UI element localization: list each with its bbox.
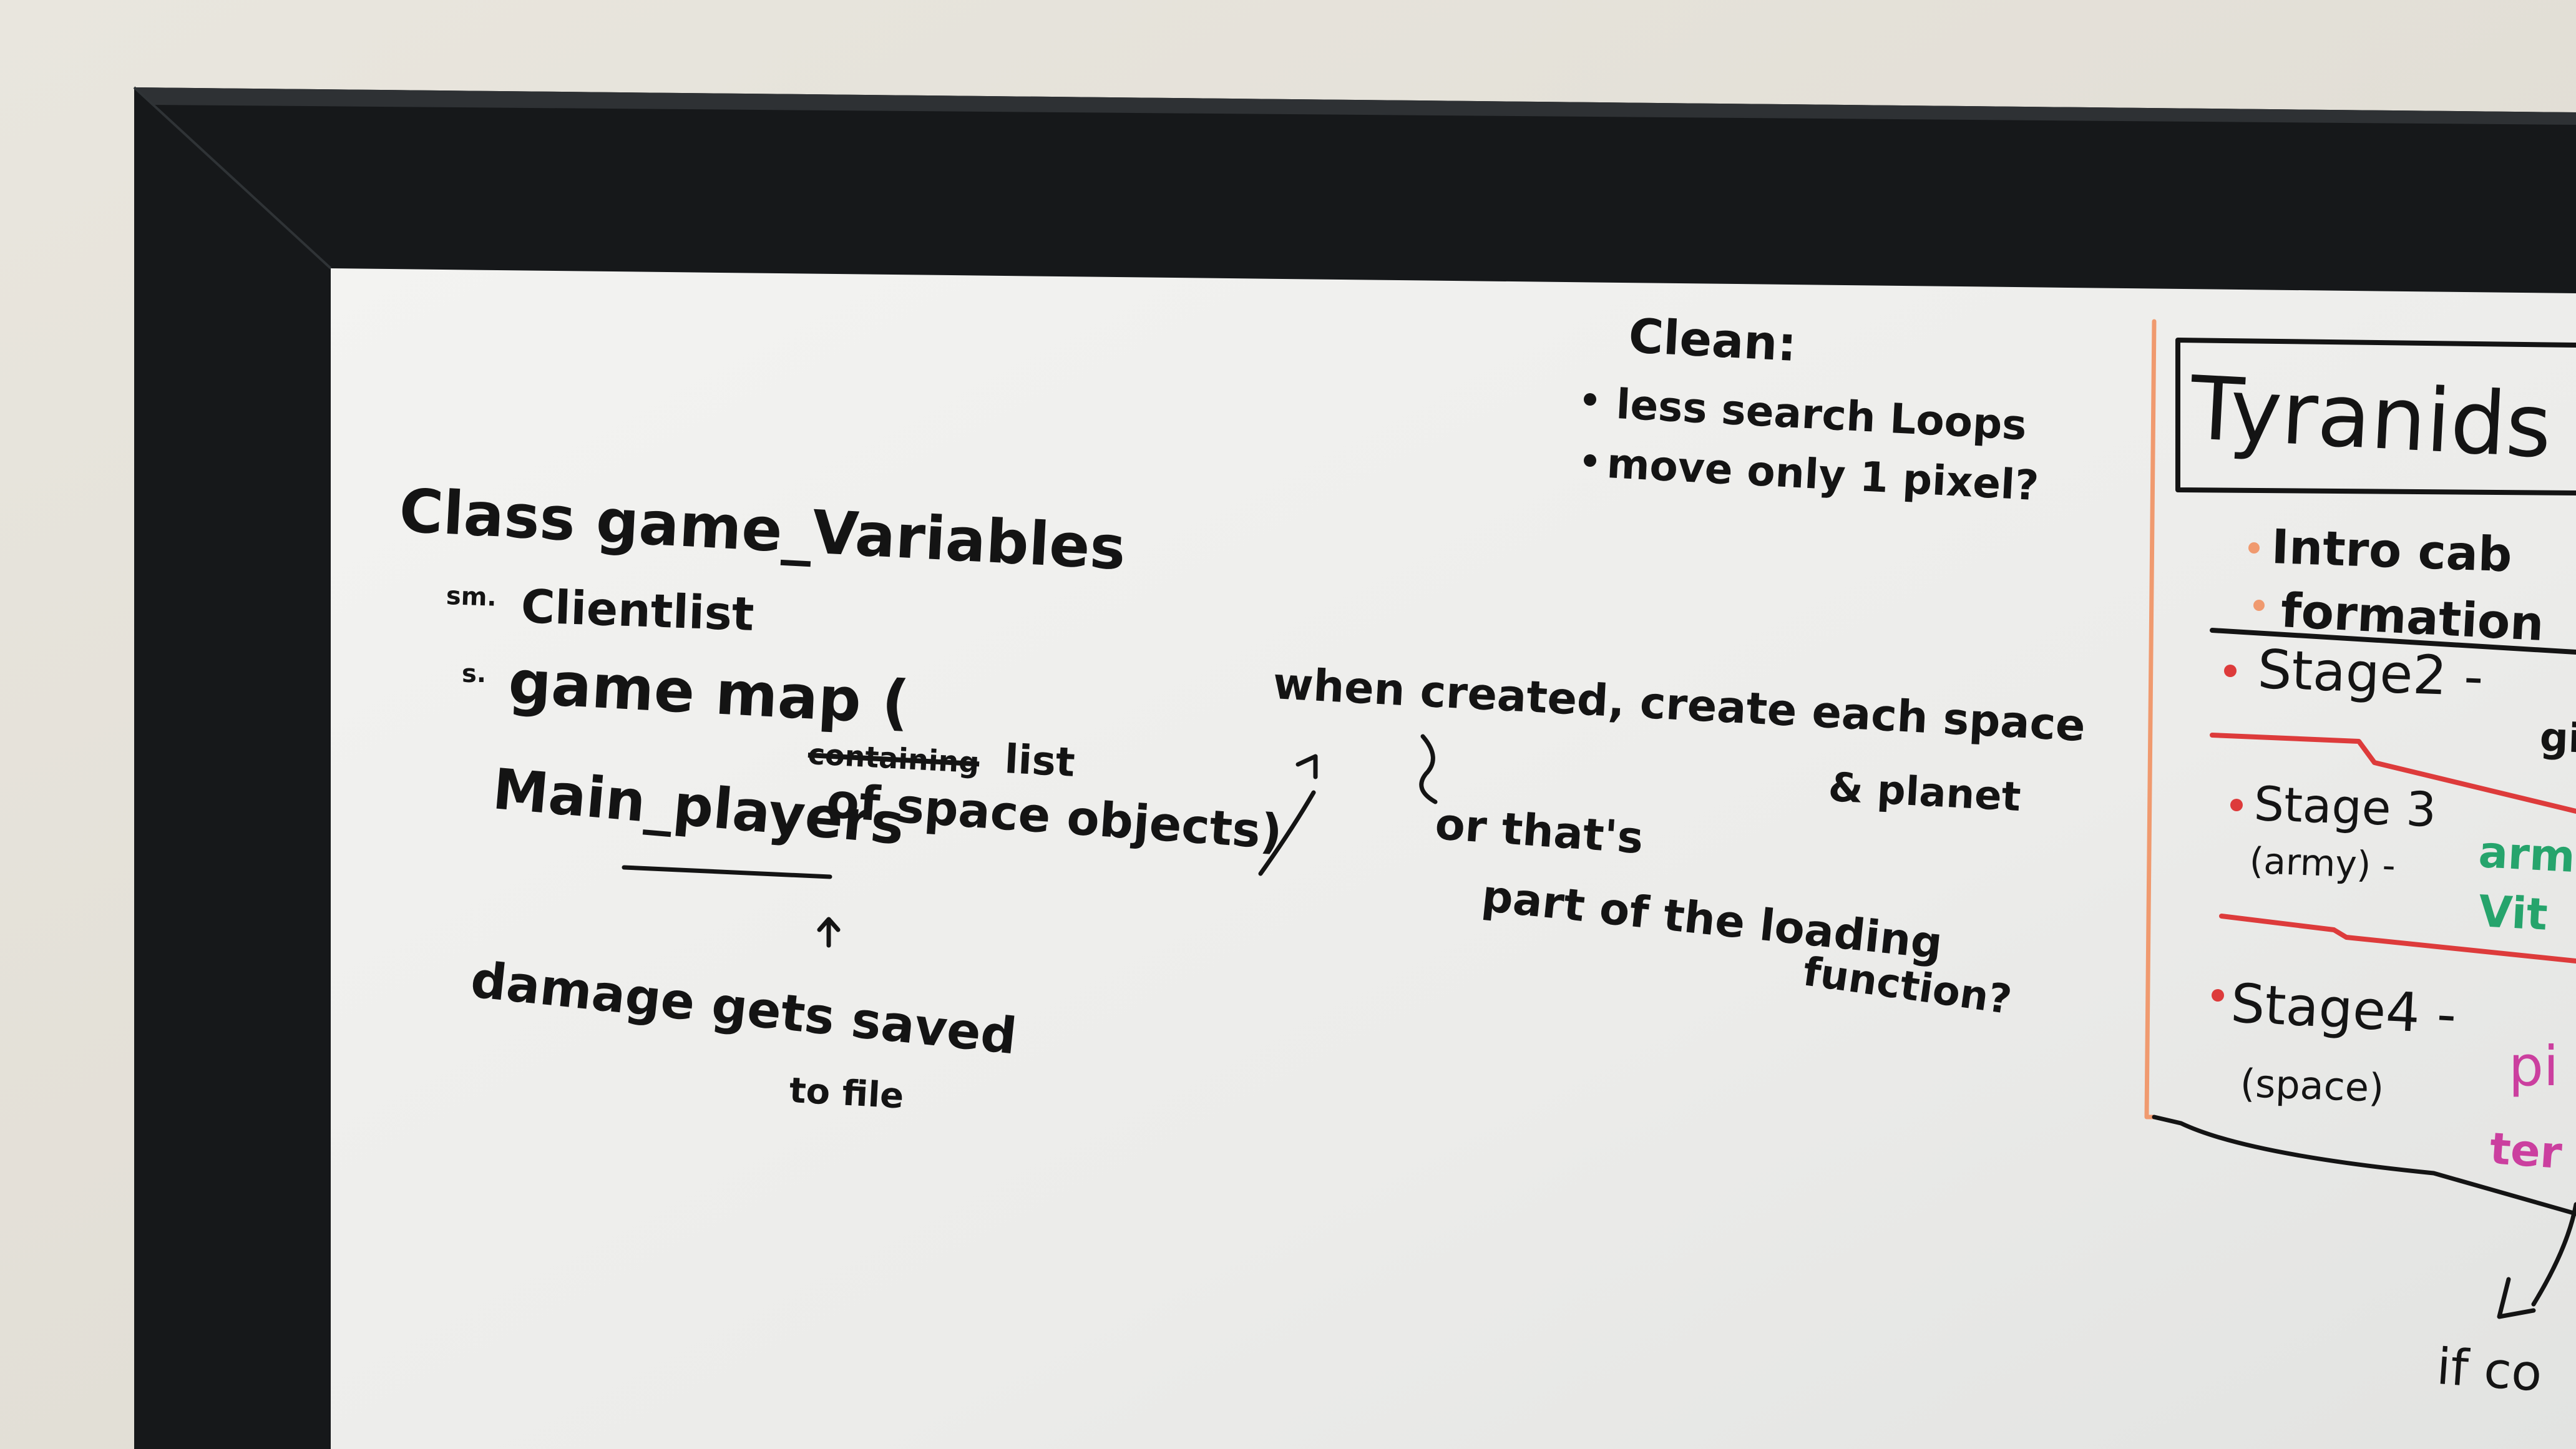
tyranids-bottom-line [2152,1115,2576,1216]
divider-under-formation [2210,628,2576,655]
tyranids-title-box [2175,338,2576,495]
tyranids-arrow [2531,1202,2576,1307]
caret-arrow [817,917,841,948]
bullet-stage4 [2212,989,2224,1002]
bullet-stage2 [2224,665,2237,677]
bullet-intro [2248,542,2260,554]
whiteboard-surface [331,268,2576,1449]
red-divider-2 [2219,914,2576,964]
connector-arrowhead [1295,754,1318,779]
bullet-clean-2 [1584,454,1596,467]
bullet-formation [2253,600,2265,611]
bullet-dots [1584,393,2265,1002]
tyranids-border [2144,319,2157,1120]
red-divider-1 [2210,733,2576,814]
connector-arrow [1258,790,1316,876]
underline-main-players [622,865,832,879]
bullet-clean-1 [1584,393,1596,406]
bullet-stage3 [2230,799,2243,811]
tyranids-arrowhead [2497,1277,2536,1319]
handwriting-strokes [622,319,2576,1319]
curved-arrow [1419,734,1438,804]
